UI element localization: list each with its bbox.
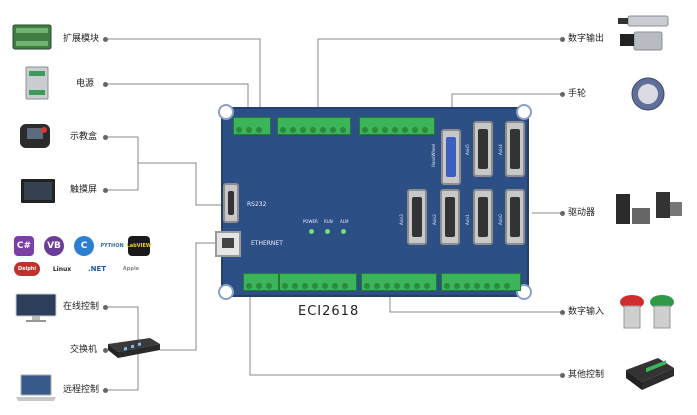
label-digital-input: 数字输入 <box>568 307 605 317</box>
io-module-image <box>626 358 674 390</box>
led-alm-label: ALM <box>340 219 349 224</box>
vb-logo: VB <box>44 236 64 256</box>
axis-port-label: Axis1 <box>465 214 470 225</box>
wire-dot <box>560 310 565 315</box>
handwheel-port-label: HandWheel <box>431 143 436 167</box>
axis-port <box>440 189 460 245</box>
rs232-label: RS232 <box>247 201 267 208</box>
ethernet-label: ETHERNET <box>251 240 283 247</box>
rs232-port <box>223 183 239 223</box>
label-expansion-module: 扩展模块 <box>63 34 100 44</box>
delphi-logo: Delphi <box>14 262 40 276</box>
axis-port-label: Axis2 <box>432 214 437 225</box>
wire-dot <box>103 388 108 393</box>
led-power <box>309 229 314 234</box>
power-terminal <box>233 117 271 135</box>
input-terminal-2 <box>361 273 437 291</box>
axis-port-label: Axis3 <box>399 214 404 225</box>
wire-dot <box>103 37 108 42</box>
output-terminal-1 <box>277 117 351 135</box>
servo-driver-image <box>616 192 682 224</box>
wire-dot <box>103 305 108 310</box>
wire-dot <box>103 348 108 353</box>
linux-logo: Linux <box>50 262 74 276</box>
mount-hole <box>516 104 532 120</box>
label-driver: 驱动器 <box>568 208 596 218</box>
misc-terminal <box>243 273 279 291</box>
led-alm <box>341 229 346 234</box>
wire-dot <box>103 188 108 193</box>
labview-logo: LabVIEW <box>127 236 151 256</box>
wire-dot <box>560 373 565 378</box>
wire-dot <box>103 135 108 140</box>
label-online-control: 在线控制 <box>63 302 100 312</box>
csharp-logo: C# <box>14 236 34 256</box>
label-digital-output: 数字输出 <box>568 34 605 44</box>
input-terminal-1 <box>279 273 357 291</box>
controller-model: ECI2618 <box>298 304 360 319</box>
label-touch-screen: 触摸屏 <box>70 185 98 195</box>
wire-dot <box>103 82 108 87</box>
monitor-image <box>15 293 57 322</box>
label-teach-pendant: 示教盒 <box>70 132 98 142</box>
handwheel-port <box>441 129 461 185</box>
ethernet-port <box>215 231 241 257</box>
wire-dot <box>560 37 565 42</box>
axis-port-label: Axis0 <box>498 214 503 225</box>
dotnet-logo: .NET <box>84 262 110 276</box>
output-terminal-2 <box>359 117 435 135</box>
handwheel-image <box>631 77 665 111</box>
label-remote-control: 远程控制 <box>63 385 100 395</box>
label-other-control: 其他控制 <box>568 370 605 380</box>
laptop-image <box>16 374 56 401</box>
axis-port <box>407 189 427 245</box>
touch-screen-image <box>21 179 55 203</box>
label-power: 电源 <box>76 79 95 89</box>
wire-dot <box>560 92 565 97</box>
axis-port <box>505 189 525 245</box>
label-handwheel: 手轮 <box>568 89 587 99</box>
controller-board: RS232 ETHERNET POWER RUN ALM HandWheel A… <box>215 104 532 300</box>
label-switch: 交换机 <box>70 345 98 355</box>
python-logo: PYTHON <box>100 236 124 256</box>
teach-pendant-image <box>20 124 50 148</box>
expansion-module-image <box>12 24 52 50</box>
input-terminal-3 <box>441 273 521 291</box>
axis-port-label: Axis4 <box>498 144 503 155</box>
push-buttons-image <box>620 295 674 329</box>
led-power-label: POWER <box>303 219 318 224</box>
axis-port <box>473 189 493 245</box>
wire-dot <box>560 211 565 216</box>
axis-port <box>473 121 493 177</box>
axis-port-label: Axis5 <box>465 144 470 155</box>
led-run-label: RUN <box>324 219 333 224</box>
c-logo: C <box>74 236 94 256</box>
mount-hole <box>218 284 234 300</box>
axis-port <box>505 121 525 177</box>
mount-hole <box>218 104 234 120</box>
power-supply-image <box>25 66 49 100</box>
apple-logo: Apple <box>120 262 142 276</box>
solenoid-valve-image <box>618 15 669 51</box>
network-switch-image <box>108 338 160 358</box>
led-run <box>325 229 330 234</box>
